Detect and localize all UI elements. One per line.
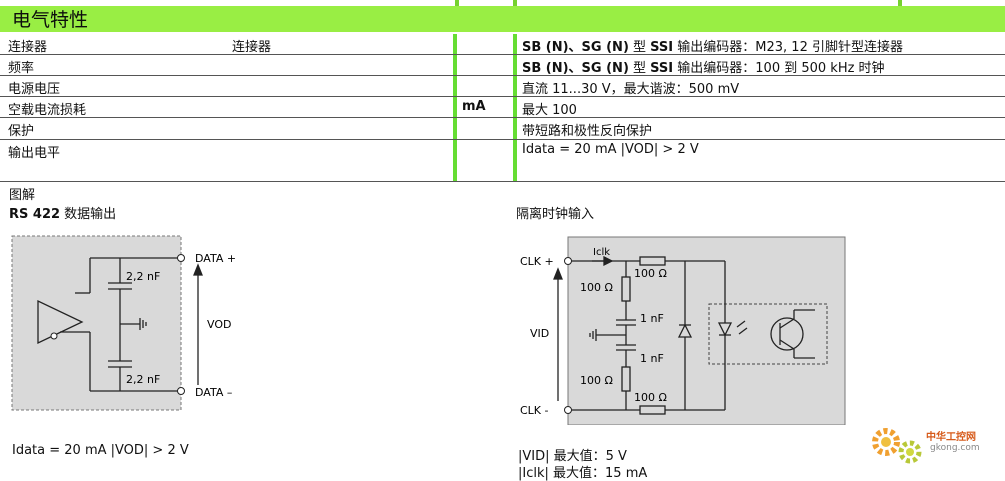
clk-plus-terminal	[564, 257, 572, 265]
column-divider-unit	[453, 34, 457, 182]
table-row: 输出电平 Idata = 20 mA |VOD| > 2 V	[0, 140, 1005, 182]
clk-plus-label: CLK +	[520, 255, 554, 268]
section-header-bar	[0, 6, 1005, 32]
spec-table: 连接器 连接器 SB (N)、SG (N) 型 SSI 输出编码器：M23, 1…	[0, 34, 1005, 184]
diagrams-heading: 图解	[9, 188, 36, 203]
iclk-label: Iclk	[593, 247, 610, 258]
row-value: 最大 100	[522, 103, 577, 118]
rs422-output-diagram: 2,2 nF 2,2 nF DATA + DATA – VOD	[11, 235, 236, 411]
section-title: 电气特性	[12, 9, 89, 31]
left-diagram-title: RS 422 数据输出	[9, 207, 117, 222]
vod-label: VOD	[207, 318, 231, 331]
optocoupler-box	[708, 303, 828, 365]
cap1-label: 1 nF	[640, 312, 664, 325]
row-name: 电源电压	[8, 82, 61, 97]
row-unit: mA	[462, 99, 486, 114]
diagram-box	[567, 236, 846, 425]
row-value: SB (N)、SG (N) 型 SSI 输出编码器：M23, 12 引脚针型连接…	[522, 40, 903, 55]
row-value: 带短路和极性反向保护	[522, 124, 653, 139]
r-top-v-label: 100 Ω	[580, 281, 613, 294]
data-minus-terminal	[177, 387, 185, 395]
right-diagram-caption-vid: |VID| 最大值：5 V	[518, 449, 627, 464]
row-name: 输出电平	[8, 146, 61, 161]
clock-input-diagram: CLK + CLK - Iclk VID 100 Ω 100 Ω 1 nF 1 …	[520, 236, 846, 425]
header-divider-tick	[898, 0, 902, 6]
table-row: 频率 SB (N)、SG (N) 型 SSI 输出编码器：100 到 500 k…	[0, 55, 1005, 76]
cap2-label: 1 nF	[640, 352, 664, 365]
row-value: Idata = 20 mA |VOD| > 2 V	[522, 142, 699, 157]
cap-bottom-label: 2,2 nF	[126, 373, 160, 386]
data-plus-label: DATA +	[195, 252, 236, 265]
table-row: 空载电流损耗 mA 最大 100	[0, 97, 1005, 118]
gear-logo-icon	[872, 428, 922, 464]
right-diagram-title: 隔离时钟输入	[516, 207, 595, 222]
r-top-h-label: 100 Ω	[634, 267, 667, 280]
table-row: 保护 带短路和极性反向保护	[0, 118, 1005, 140]
r-bot-v-label: 100 Ω	[580, 374, 613, 387]
header-divider-tick	[513, 0, 517, 6]
row-value: SB (N)、SG (N) 型 SSI 输出编码器：100 到 500 kHz …	[522, 61, 885, 76]
row-value: 直流 11...30 V，最大谐波：500 mV	[522, 82, 740, 97]
row-name-secondary: 连接器	[232, 40, 272, 55]
vid-label: VID	[530, 327, 549, 340]
table-row: 连接器 连接器 SB (N)、SG (N) 型 SSI 输出编码器：M23, 1…	[0, 34, 1005, 55]
row-name: 空载电流损耗	[8, 103, 87, 118]
r-bot-h-label: 100 Ω	[634, 391, 667, 404]
watermark-url: gkong.com	[930, 443, 980, 453]
cap-top-label: 2,2 nF	[126, 270, 160, 283]
right-diagram-caption-iclk: |Iclk| 最大值：15 mA	[518, 466, 648, 481]
table-row: 电源电压 直流 11...30 V，最大谐波：500 mV	[0, 76, 1005, 97]
row-name: 保护	[8, 124, 35, 139]
column-divider-value	[513, 34, 517, 182]
header-divider-tick	[455, 0, 459, 6]
left-diagram-caption: Idata = 20 mA |VOD| > 2 V	[12, 443, 189, 458]
data-minus-label: DATA –	[195, 386, 232, 399]
row-name: 频率	[8, 61, 35, 76]
row-name: 连接器	[8, 40, 48, 55]
data-plus-terminal	[177, 254, 185, 262]
watermark-text: 中华工控网	[926, 432, 976, 443]
clk-minus-label: CLK -	[520, 404, 549, 417]
clk-minus-terminal	[564, 406, 572, 414]
